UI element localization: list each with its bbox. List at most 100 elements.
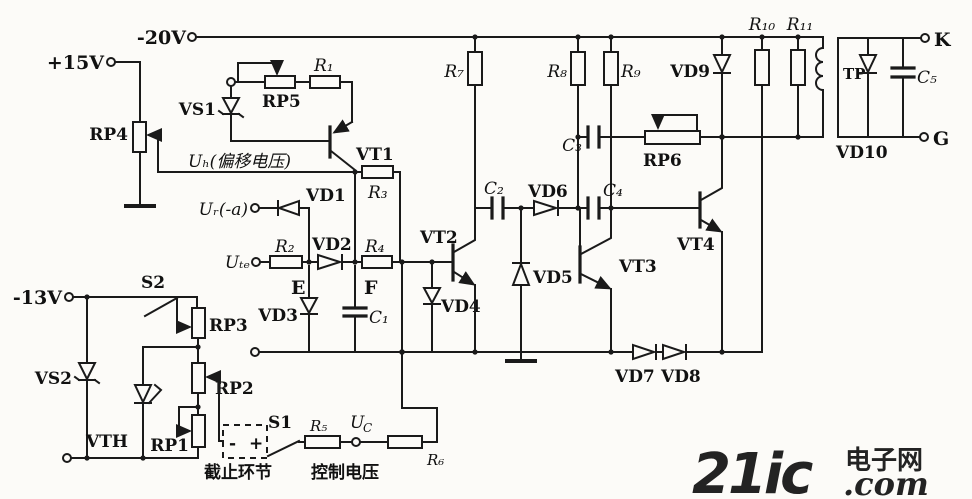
pot-rp4: RP4 (89, 121, 356, 208)
rail-neg20: -20V (137, 27, 824, 49)
r5-label: R₅ (309, 417, 327, 435)
output-kg: K G (837, 29, 952, 150)
r1-label: R₁ (313, 56, 334, 76)
r9-label: R₉ (620, 62, 641, 82)
diode-vd8 (662, 343, 688, 361)
uc-terminal (351, 437, 361, 447)
vt3-emitter (579, 272, 612, 290)
c2-label: C₂ (484, 179, 504, 199)
resistor-r11: R₁₁ (786, 15, 813, 138)
pot-rp3: RP3 (191, 307, 248, 364)
vt4-collector (699, 136, 723, 202)
diode-vd9: VD9 (669, 34, 732, 138)
vt4-emitter (699, 218, 723, 233)
vd6-label: VD6 (527, 182, 568, 202)
cutoff-caption: 截止环节 (204, 462, 272, 483)
vt1-collector (329, 149, 357, 172)
resistor-r8: R₈ (546, 34, 586, 209)
r10-label: R₁₀ (748, 15, 776, 35)
ur-terminal (250, 203, 260, 213)
pot-rp6: RP6 (643, 114, 824, 171)
resistor-r6 (387, 435, 423, 449)
vd4-label: VD4 (440, 297, 481, 317)
vd5-label: VD5 (532, 268, 573, 288)
r7-label: R₇ (443, 62, 464, 82)
box-minus: - (229, 434, 236, 454)
diode-vd10: VD10 (835, 37, 888, 163)
k-terminal (920, 33, 930, 43)
node-f-label: F (364, 277, 378, 299)
vth-label: VTH (85, 432, 128, 452)
resistor-r1 (309, 75, 341, 89)
switch-s2: S2 (141, 273, 192, 334)
diode-vd3: VD3 (257, 265, 319, 353)
vd8-label: VD8 (660, 367, 701, 387)
capacitor-c1: C₁ (342, 265, 389, 353)
watermark-brand: 21ic (692, 442, 813, 499)
uc-sub-label: C (363, 421, 372, 435)
neg20-label: -20V (137, 27, 187, 49)
g-label: G (933, 128, 949, 150)
c5-label: C₅ (917, 68, 937, 88)
transformer-tp: TP (815, 36, 865, 138)
r4-label: R₄ (364, 237, 385, 257)
diode-vd4: VD4 (422, 261, 481, 353)
s1-label: S1 (268, 413, 292, 433)
bottom-left-rail (62, 453, 199, 463)
rp2-label: RP2 (215, 379, 254, 399)
input-ur: Uᵣ(-a) VD1 (199, 186, 346, 263)
vt3-collector (579, 207, 612, 256)
resistor-r5 (304, 435, 341, 449)
neg13-terminal (64, 292, 74, 302)
resistor-r2 (269, 255, 303, 269)
transistor-vt4: VT4 (610, 136, 723, 353)
resistor-r7: R₇ (443, 34, 492, 209)
capacitor-c3: C₃ (562, 125, 646, 156)
vth-gate (147, 383, 163, 405)
capacitor-c4: C₄ (586, 181, 623, 220)
watermark-site-com: .com (843, 465, 929, 499)
rp4-label: RP4 (89, 125, 128, 145)
vd1-label: VD1 (305, 186, 346, 206)
r11-label: R₁₁ (786, 15, 813, 35)
transistor-vt3: VT3 (578, 207, 657, 353)
vd7-label: VD7 (614, 367, 655, 387)
uc-label: U (350, 413, 365, 433)
s1-blade (266, 439, 301, 458)
vt2-emitter (452, 270, 476, 286)
r2-label: R₂ (274, 237, 295, 257)
transistor-vt1: VT1 (328, 119, 394, 172)
box-plus: + (249, 434, 263, 454)
vs2-label: VS2 (34, 369, 72, 389)
k-label: K (934, 29, 952, 51)
ute-label: Uₜₑ (225, 253, 250, 273)
input-ute: Uₜₑ R₂ E (225, 237, 319, 299)
rp3-label: RP3 (209, 316, 248, 336)
diode-vd1 (275, 199, 300, 217)
common-terminal (250, 347, 260, 357)
c3-label: C₃ (562, 136, 582, 156)
vt2-collector (452, 207, 476, 254)
c1-label: C₁ (369, 308, 389, 328)
node-e-label: E (291, 277, 305, 299)
r6-label: R₆ (426, 451, 444, 469)
pos15-label: +15V (47, 52, 105, 74)
cutoff-block: - + 截止环节 (204, 424, 272, 483)
pot-rp1: RP1 (150, 406, 206, 459)
bias-block: RP5 R₁ (226, 56, 353, 123)
ur-label: Uᵣ(-a) (199, 200, 248, 220)
c4-label: C₄ (603, 181, 623, 201)
vd9-label: VD9 (669, 62, 710, 82)
r3-label: R₃ (367, 183, 388, 203)
vs1-top-terminal (226, 77, 236, 87)
bottom-left-terminal (62, 453, 72, 463)
supply-neg13: -13V (13, 287, 198, 309)
watermark-site-cn: 电子网 (845, 446, 923, 476)
pot-rp2: RP2 (191, 362, 254, 442)
g-terminal (919, 132, 929, 142)
rp5-label: RP5 (262, 92, 301, 112)
thyristor-vth: VTH (85, 346, 199, 459)
neg13-label: -13V (13, 287, 63, 309)
